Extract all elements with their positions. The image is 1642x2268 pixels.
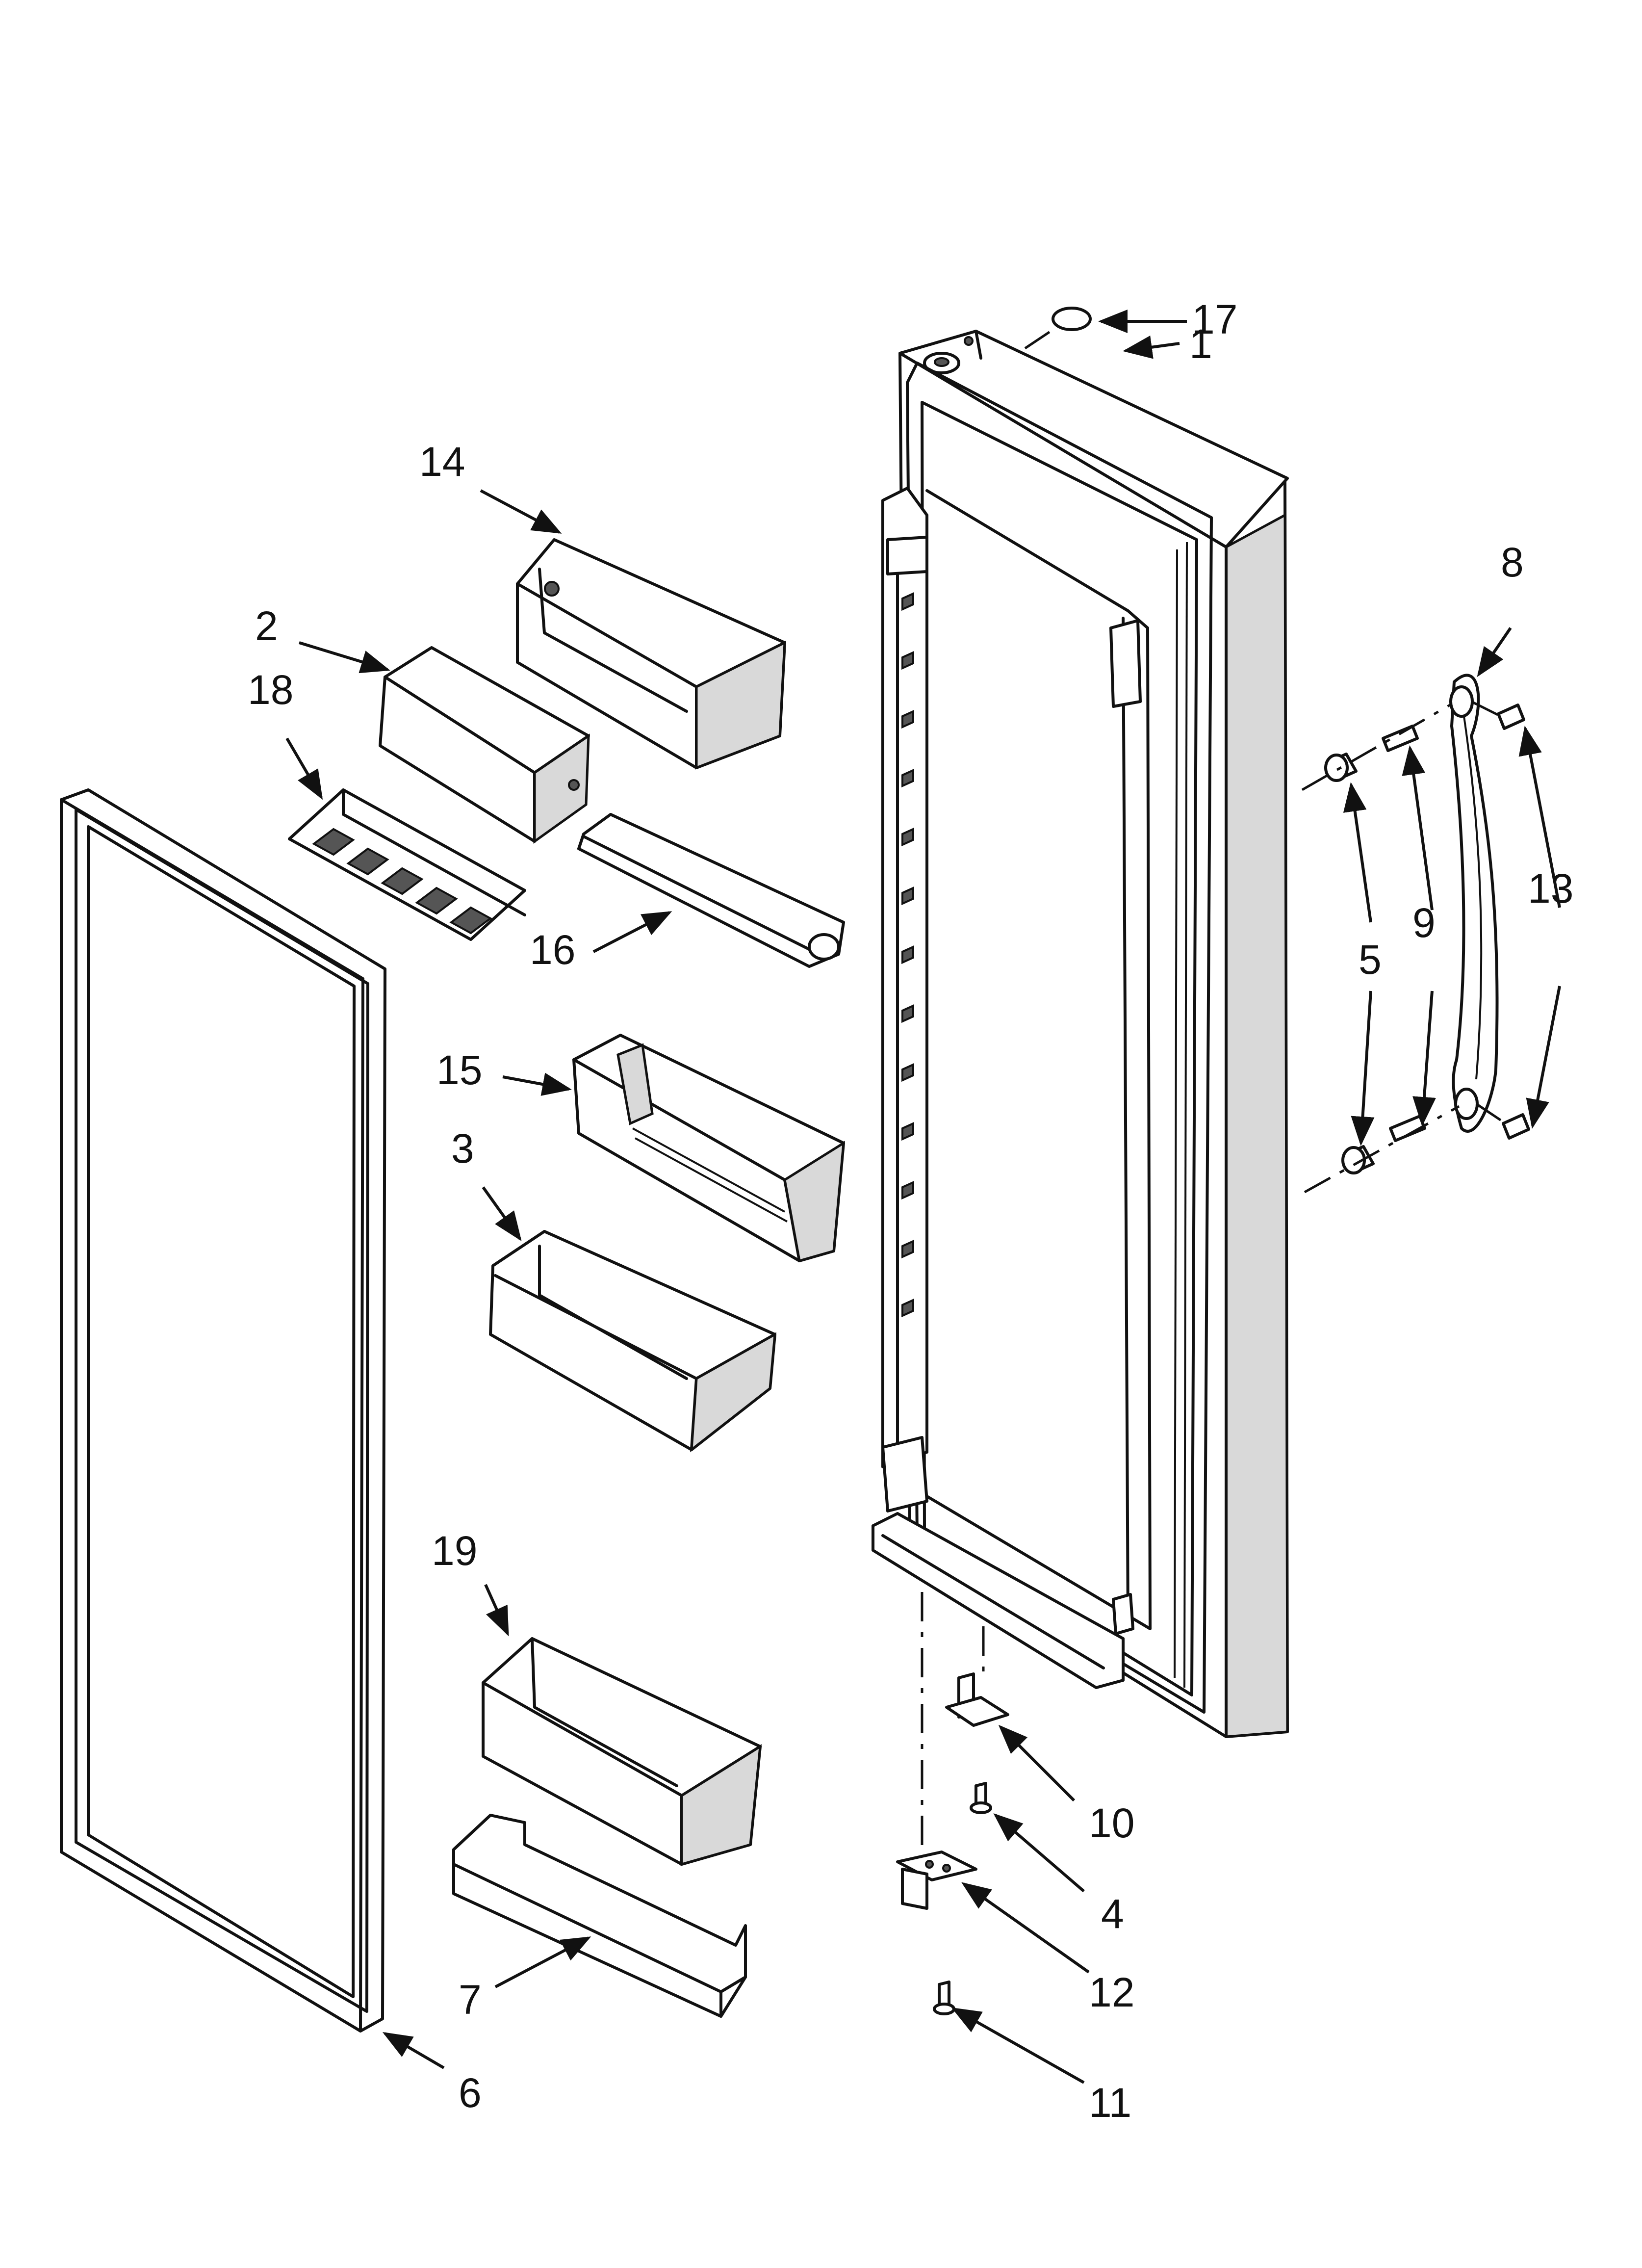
callout-labels: 17 1 8 5 9 13 14 2 18 16 15 3 19 10 4 12…	[248, 296, 1573, 2126]
callout-9: 9	[1412, 900, 1436, 946]
callout-12: 12	[1089, 1969, 1134, 2015]
door-bin-upper	[572, 1034, 845, 1263]
callout-19: 19	[432, 1528, 477, 1574]
shelf-stud-row	[901, 592, 914, 1318]
callout-3: 3	[451, 1125, 474, 1172]
egg-tray	[288, 788, 526, 941]
callout-8: 8	[1501, 539, 1524, 585]
rail-trim	[577, 813, 845, 968]
dairy-door	[379, 646, 590, 844]
callout-1: 1	[1189, 321, 1212, 367]
handle-fasteners	[1301, 700, 1530, 1194]
callout-5: 5	[1359, 937, 1382, 983]
dairy-center-housing	[516, 538, 786, 770]
callout-2: 2	[255, 603, 278, 649]
door-bin-3	[489, 1230, 776, 1453]
door-handle	[1449, 674, 1499, 1133]
door-assembly	[872, 330, 1289, 1738]
callout-10: 10	[1089, 1800, 1134, 1846]
callout-14: 14	[419, 439, 465, 485]
door-bin-19	[482, 1637, 762, 1866]
callout-16: 16	[530, 927, 575, 973]
hinge-parts	[896, 1592, 1009, 2015]
cap	[1024, 307, 1092, 350]
callout-15: 15	[436, 1047, 482, 1093]
door-gasket	[60, 788, 386, 2033]
callout-6: 6	[459, 2070, 482, 2116]
callout-7: 7	[459, 1977, 482, 2023]
callout-17: 17	[1192, 296, 1237, 342]
callout-arrows	[285, 310, 1561, 2084]
callout-4: 4	[1101, 1891, 1124, 1937]
callout-18: 18	[248, 667, 293, 713]
callout-13: 13	[1528, 865, 1573, 912]
callout-11: 11	[1089, 2080, 1131, 2126]
